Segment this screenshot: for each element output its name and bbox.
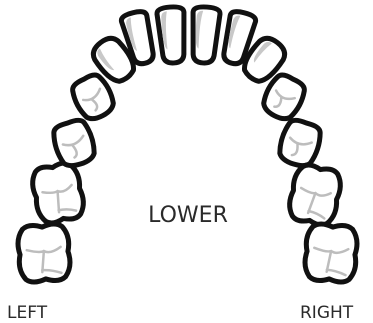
teeth-group <box>17 6 358 283</box>
arch-label: LOWER <box>148 203 228 228</box>
tooth-right-molar-1 <box>286 162 343 227</box>
tooth-left-premolar-2 <box>50 117 99 169</box>
tooth-left-central-incisor <box>157 6 188 64</box>
tooth-right-premolar-2 <box>276 117 325 169</box>
tooth-outline <box>157 6 188 64</box>
tooth-outline <box>190 6 221 64</box>
tooth-left-molar-2 <box>17 223 71 283</box>
tooth-right-central-incisor <box>190 6 221 64</box>
tooth-right-molar-2 <box>304 223 358 283</box>
left-label: LEFT <box>7 303 48 323</box>
tooth-left-molar-1 <box>29 160 86 225</box>
right-label: RIGHT <box>300 303 354 323</box>
